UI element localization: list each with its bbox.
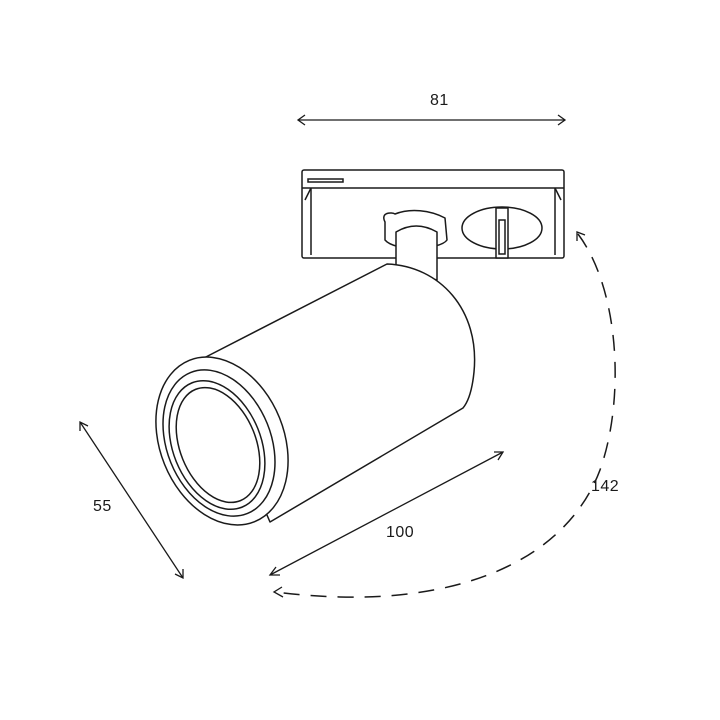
dimension-width — [296, 114, 567, 126]
track-adapter — [301, 169, 565, 259]
dimension-length — [268, 451, 505, 576]
lens — [175, 386, 261, 504]
indicator-slot — [307, 178, 344, 183]
length-label: 100 — [386, 524, 415, 541]
dimension-depth — [79, 420, 184, 580]
front-bezel — [155, 356, 289, 526]
dimension-height — [272, 231, 616, 598]
width-label: 81 — [430, 92, 449, 109]
height-label: 142 — [591, 478, 620, 495]
lock-lever — [495, 207, 509, 259]
depth-label: 55 — [93, 498, 112, 515]
